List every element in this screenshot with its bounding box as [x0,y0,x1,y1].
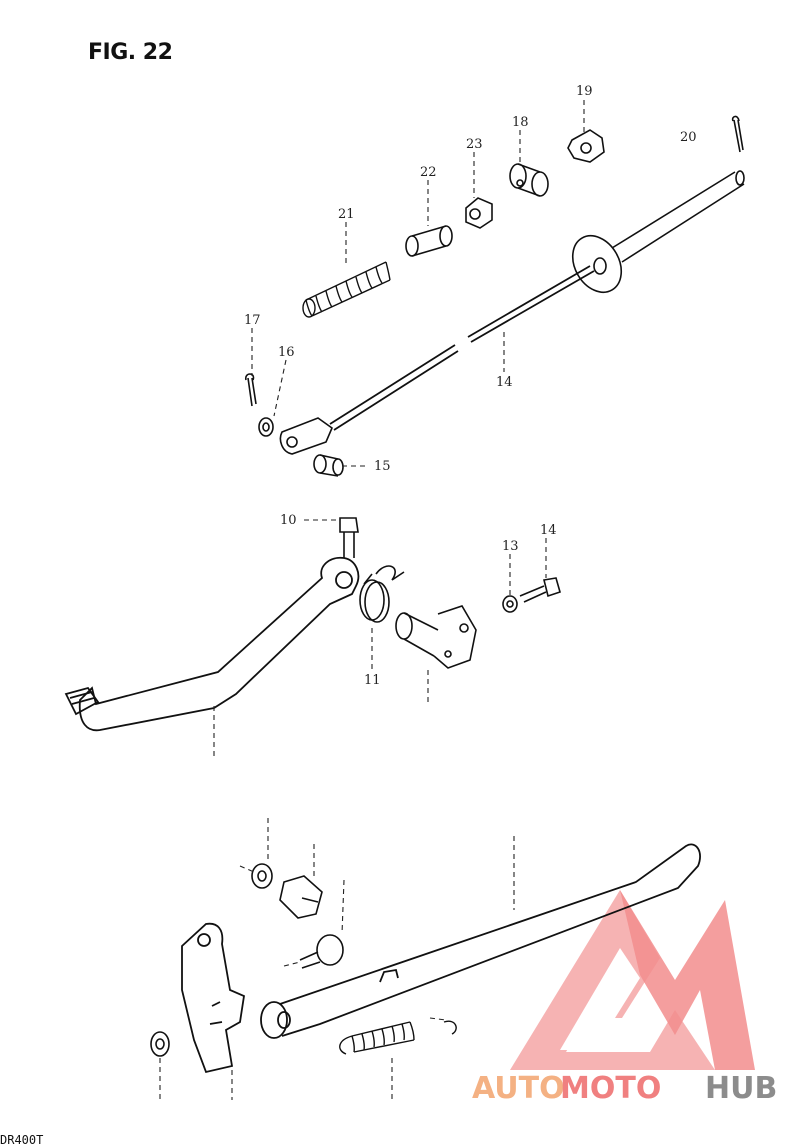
callout-19: 19 [576,84,593,99]
part-23-nut [465,197,493,229]
callout-20: 20 [680,130,697,145]
leader-lines [159,100,585,1100]
callout-13: 13 [502,539,519,554]
callout-14: 14 [496,375,513,390]
part-pivot-bolt [279,875,323,919]
callout-22: 22 [420,165,437,180]
watermark-logo [510,890,755,1070]
part-pivot-shaft [395,605,477,669]
part-washer-4 [150,1031,170,1057]
callout-23: 23 [466,137,483,152]
callout-18: 18 [512,115,529,130]
part-21-spring [302,261,391,318]
callout-15: 15 [374,459,391,474]
part-18-collar [509,163,549,197]
part-17-cotter-pin [245,373,257,407]
part-16-washer [258,417,274,437]
part-11-spring [359,565,405,623]
watermark-text-auto: AUTO [472,1071,565,1106]
callout-17: 17 [244,313,261,328]
watermark-text-hub: HUB [705,1071,777,1106]
callout-11: 11 [364,673,381,688]
callout-21: 21 [338,207,355,222]
part-20-cotter-pin [731,115,744,153]
watermark-text-moto: MOTO [560,1071,661,1106]
callout-16: 16 [278,345,295,360]
part-14-bolt [519,577,561,603]
part-stand-bracket [181,922,245,1074]
part-14-brake-rod [329,170,745,431]
callout-10: 10 [280,513,297,528]
figure-title: FIG. 22 [88,40,173,65]
brake-pedal [64,556,360,732]
model-code: DR400T [0,1133,44,1147]
part-22-sleeve [405,225,453,257]
part-stand-spring [339,1020,457,1055]
part-stand-bolt [299,934,344,969]
part-19-joint [567,129,605,163]
callout-14-bolt: 14 [540,523,557,538]
part-13-nut [502,595,518,613]
part-15-clevis-pin [279,417,344,477]
part-side-stand [260,843,701,1039]
part-10-bolt [339,517,359,558]
part-washer-lower [251,863,273,889]
